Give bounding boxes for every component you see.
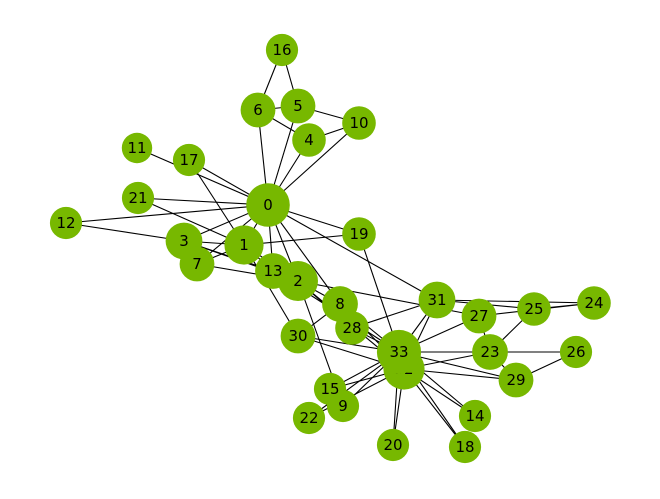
- node-14: 14: [458, 399, 492, 433]
- node-17: 17: [172, 143, 206, 177]
- node-19: 19: [342, 217, 376, 251]
- node-21: 21: [121, 181, 155, 215]
- node-label-3: 3: [179, 232, 189, 250]
- node-20: 20: [376, 428, 410, 462]
- edge-0-12: [65, 204, 269, 224]
- node-circle-30: [280, 318, 316, 354]
- node-label-17: 17: [179, 151, 198, 169]
- node-12: 12: [49, 206, 83, 240]
- node-circle-18: [448, 430, 482, 464]
- node-16: 16: [265, 33, 299, 67]
- nodes-layer: 0123456789101112131415161718192021222324…: [49, 33, 611, 464]
- node-label-1: 1: [239, 236, 249, 254]
- node-circle-24: [577, 286, 611, 320]
- node-circle-21: [121, 181, 155, 215]
- node-circle-28: [335, 311, 369, 345]
- node-label-23: 23: [480, 343, 499, 361]
- node-25: 25: [517, 292, 551, 326]
- node-label-21: 21: [128, 189, 147, 207]
- node-circle-16: [265, 33, 299, 67]
- node-label-12: 12: [56, 214, 75, 232]
- node-7: 7: [179, 246, 215, 282]
- node-circle-15: [313, 372, 347, 406]
- node-label-30: 30: [288, 327, 307, 345]
- node-28: 28: [335, 311, 369, 345]
- node-label-29: 29: [506, 371, 525, 389]
- node-circle-31: [418, 281, 456, 319]
- node-circle-20: [376, 428, 410, 462]
- node-27: 27: [461, 298, 497, 334]
- node-label-27: 27: [469, 307, 488, 325]
- node-6: 6: [240, 92, 276, 128]
- node-label-5: 5: [293, 97, 303, 115]
- node-label-31: 31: [427, 291, 446, 309]
- node-circle-11: [121, 132, 153, 164]
- node-circle-29: [498, 362, 534, 398]
- node-0: 0: [246, 183, 290, 227]
- node-circle-23: [472, 334, 508, 370]
- node-label-22: 22: [299, 409, 318, 427]
- node-circle-0: [246, 183, 290, 227]
- node-label-2: 2: [293, 272, 303, 290]
- node-label-7: 7: [192, 255, 202, 273]
- node-10: 10: [342, 106, 376, 140]
- node-label-13: 13: [263, 262, 282, 280]
- node-30: 30: [280, 318, 316, 354]
- node-circle-7: [179, 246, 215, 282]
- node-31: 31: [418, 281, 456, 319]
- node-circle-12: [49, 206, 83, 240]
- node-label-25: 25: [524, 300, 543, 318]
- node-label-11: 11: [127, 139, 146, 157]
- node-circle-1: [224, 225, 264, 265]
- node-label-4: 4: [304, 131, 314, 149]
- edge-24-31: [436, 299, 595, 304]
- node-label-0: 0: [263, 196, 273, 214]
- node-11: 11: [121, 132, 153, 164]
- node-33: 33: [376, 329, 422, 375]
- node-label-33: 33: [389, 343, 408, 361]
- node-5: 5: [280, 88, 316, 124]
- node-circle-4: [292, 123, 326, 157]
- edge-0-31: [267, 204, 438, 301]
- node-circle-14: [458, 399, 492, 433]
- node-circle-10: [342, 106, 376, 140]
- node-circle-5: [280, 88, 316, 124]
- node-15: 15: [313, 372, 347, 406]
- node-label-20: 20: [383, 436, 402, 454]
- node-circle-19: [342, 217, 376, 251]
- node-13: 13: [255, 253, 291, 289]
- node-26: 26: [559, 335, 593, 369]
- node-label-14: 14: [465, 407, 484, 425]
- node-circle-26: [559, 335, 593, 369]
- node-label-24: 24: [584, 294, 603, 312]
- node-22: 22: [292, 401, 326, 435]
- node-label-6: 6: [253, 101, 263, 119]
- node-4: 4: [292, 123, 326, 157]
- node-circle-33: [376, 329, 422, 375]
- node-label-9: 9: [338, 397, 348, 415]
- node-label-8: 8: [335, 295, 345, 313]
- node-label-16: 16: [272, 41, 291, 59]
- node-label-18: 18: [455, 438, 474, 456]
- node-label-26: 26: [566, 343, 585, 361]
- node-24: 24: [577, 286, 611, 320]
- node-circle-22: [292, 401, 326, 435]
- node-circle-17: [172, 143, 206, 177]
- node-circle-25: [517, 292, 551, 326]
- edge-3-12: [65, 222, 185, 242]
- node-label-28: 28: [342, 319, 361, 337]
- node-label-15: 15: [320, 380, 339, 398]
- node-1: 1: [224, 225, 264, 265]
- node-23: 23: [472, 334, 508, 370]
- node-circle-13: [255, 253, 291, 289]
- node-label-19: 19: [349, 225, 368, 243]
- node-18: 18: [448, 430, 482, 464]
- node-29: 29: [498, 362, 534, 398]
- node-circle-27: [461, 298, 497, 334]
- edge-0-11: [136, 147, 269, 206]
- node-label-10: 10: [349, 114, 368, 132]
- node-circle-6: [240, 92, 276, 128]
